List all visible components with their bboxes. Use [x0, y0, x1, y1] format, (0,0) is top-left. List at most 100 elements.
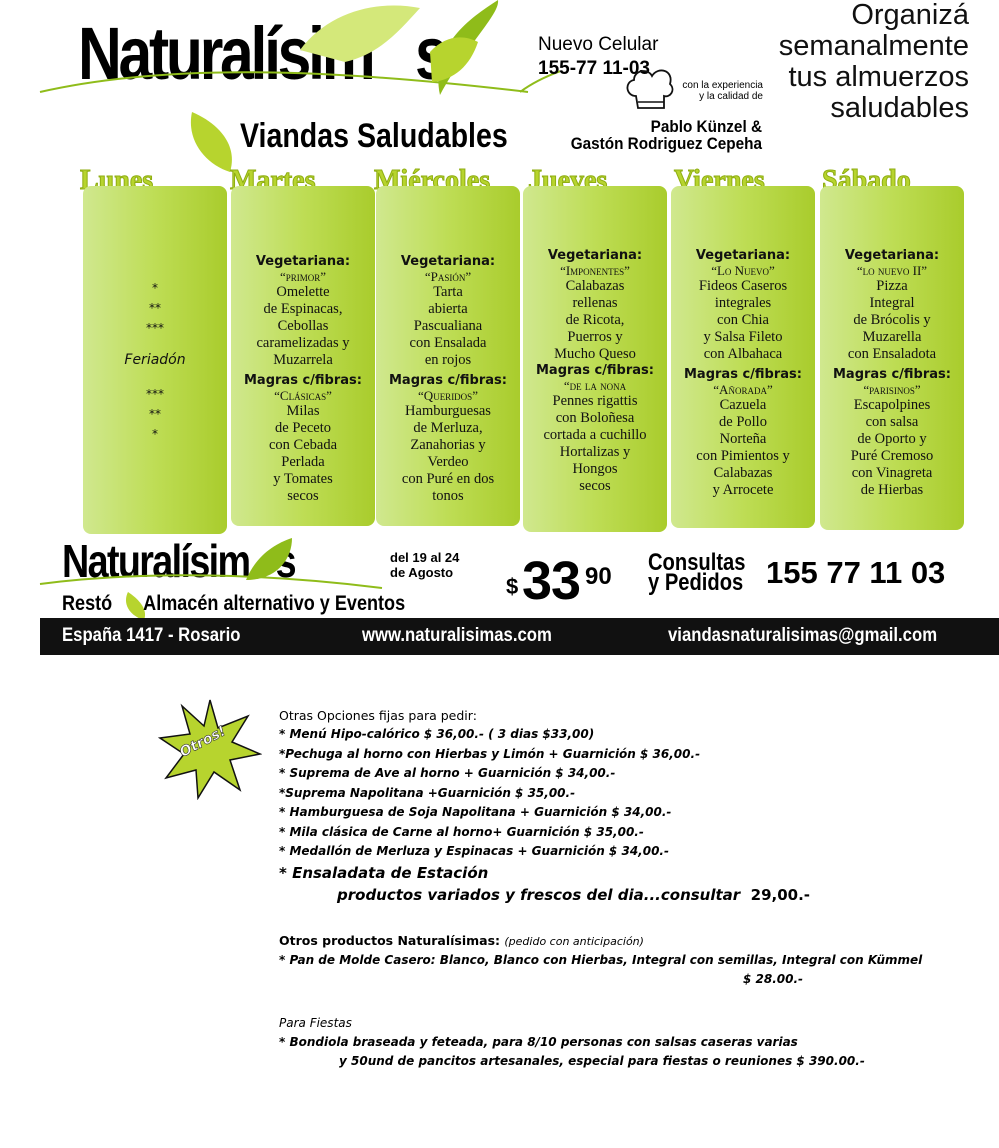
lean-dish-name: “Queridos”	[418, 388, 478, 403]
dish-line: Hortalizas y	[559, 444, 631, 460]
promo-line-4: saludables	[830, 92, 969, 124]
lean-label: Magras c/fibras:	[833, 367, 951, 382]
dish-line: con Pimientos y	[696, 448, 790, 464]
fiestas-line-2: y 50und de pancitos artesanales, especia…	[339, 1054, 865, 1068]
date-range: del 19 al 24 de Agosto	[390, 550, 500, 580]
phone-number: 155-77 11-03	[538, 58, 650, 79]
bread-item: * Pan de Molde Casero: Blanco, Blanco co…	[279, 952, 923, 967]
dish-line: con Chia	[717, 312, 769, 328]
dish-line: de Merluza,	[413, 420, 483, 436]
consultas-line-1: Consultas	[648, 549, 746, 576]
star-line: ***	[146, 387, 164, 401]
dish-line: en rojos	[424, 352, 472, 368]
dish-line: Zanahorias y	[410, 437, 486, 453]
dish-line: Hongos	[572, 461, 618, 477]
lean-label: Magras c/fibras:	[684, 367, 802, 382]
lean-dish-name: “parisinos”	[863, 382, 921, 397]
dish-line: y Salsa Fileto	[703, 329, 783, 345]
vegetarian-label: Vegetariana:	[844, 248, 940, 263]
dish-line: cortada a cuchillo	[543, 427, 647, 443]
footer-leaf-icon	[39, 538, 383, 620]
dish-line: Milas	[286, 403, 320, 419]
lean-dish-name: “de la nona	[563, 378, 627, 393]
chef-hat-icon	[626, 69, 674, 109]
dish-line: Perlada	[281, 454, 325, 470]
option-item: * Hamburguesa de Soja Napolitana + Guarn…	[279, 805, 672, 819]
dish-line: con Ensalada	[409, 335, 487, 351]
vegetarian-label: Vegetariana:	[547, 248, 643, 263]
dish-line: con Albahaca	[703, 346, 783, 362]
dish-line: Muzarella	[862, 329, 922, 345]
lean-dish-name: “Clásicas”	[274, 388, 332, 403]
header-leaf-icon	[39, 0, 560, 172]
day-column-sabado: Vegetariana: “lo nuevo II” Pizza Integra…	[820, 186, 964, 530]
email-link[interactable]: viandasnaturalisimas@gmail.com	[668, 625, 938, 646]
date-range-line-1: del 19 al 24	[390, 550, 460, 565]
salad-item: * Ensaladata de Estación	[279, 863, 489, 882]
vegetarian-dish-name: “Imponentes”	[560, 263, 630, 278]
experience-line-1: con la experiencia	[682, 80, 763, 91]
dish-line: Escapolpines	[853, 397, 931, 413]
fiestas-title: Para Fiestas	[279, 1015, 352, 1030]
dish-line: Norteña	[719, 431, 767, 447]
star-line: *	[152, 427, 158, 441]
promo-line-3: tus almuerzos	[788, 61, 969, 93]
option-item: * Medallón de Merluza y Espinacas + Guar…	[279, 844, 669, 858]
dish-line: de Oporto y	[857, 431, 927, 447]
star-line: **	[149, 301, 161, 315]
dish-line: de Hierbas	[860, 482, 924, 498]
salad-price: 29,00.-	[750, 885, 811, 904]
price-cents: 90	[585, 563, 612, 590]
day-column-jueves: Vegetariana: “Imponentes” Calabazas rell…	[523, 186, 667, 532]
vegetarian-dish-name: “lo nuevo II”	[856, 263, 928, 278]
dish-line: de Espinacas,	[263, 301, 343, 317]
dish-line: de Pollo	[719, 414, 767, 430]
dish-line: Pennes rigattis	[552, 393, 638, 409]
dish-line: de Brócolis y	[853, 312, 931, 328]
promo-line-2: semanalmente	[778, 30, 969, 62]
dish-line: Puerros y	[567, 329, 623, 345]
dish-line: Hamburguesas	[405, 403, 491, 419]
day-column-martes: Vegetariana: “primor” Omelette de Espina…	[231, 186, 375, 526]
dish-line: Cazuela	[719, 397, 767, 413]
promo-line-1: Organizá	[851, 0, 969, 31]
dish-line: abierta	[428, 301, 468, 317]
dish-line: Pascualiana	[413, 318, 483, 334]
price-main: 33	[522, 551, 581, 611]
website-link[interactable]: www.naturalisimas.com	[362, 625, 552, 646]
experience-text: con la experiencia y la calidad de	[675, 80, 763, 102]
vegetarian-label: Vegetariana:	[255, 254, 351, 269]
salad-desc: productos variados y frescos del dia...c…	[337, 885, 741, 904]
almacen-label: Almacén alternativo y Eventos	[143, 592, 406, 615]
dish-line: caramelizadas y	[256, 335, 350, 351]
dish-line: Fideos Caseros	[698, 278, 788, 294]
dish-line: Mucho Queso	[554, 346, 636, 362]
lean-label: Magras c/fibras:	[389, 373, 507, 388]
dish-line: Pizza	[876, 278, 908, 294]
other-options: Otras Opciones fijas para pedir: * Menú …	[279, 706, 979, 1072]
lean-dish-name: “Añorada”	[713, 382, 773, 397]
option-item: * Mila clásica de Carne al horno+ Guarni…	[279, 824, 644, 839]
dish-line: con Cebada	[268, 437, 338, 453]
dish-line: Calabazas	[565, 278, 625, 294]
dish-line: secos	[287, 488, 319, 504]
chef-name-1: Pablo Künzel &	[650, 117, 762, 136]
dish-line: Verdeo	[427, 454, 469, 470]
chef-names: Pablo Künzel & Gastón Rodriguez Cepeha	[562, 118, 762, 152]
dish-line: Calabazas	[713, 465, 773, 481]
lean-label: Magras c/fibras:	[536, 363, 654, 378]
dish-line: Integral	[869, 295, 915, 311]
holiday-note: Feriadón	[124, 352, 186, 368]
option-item: *Pechuga al horno con Hierbas y Limón + …	[279, 746, 701, 761]
dish-line: secos	[579, 478, 611, 494]
dish-line: Muzarrela	[273, 352, 333, 368]
option-item: *Suprema Napolitana +Guarnición $ 35,00.…	[279, 785, 576, 800]
vegetarian-dish-name: “primor”	[279, 269, 327, 284]
vegetarian-label: Vegetariana:	[400, 254, 496, 269]
option-item: * Menú Hipo-calórico $ 36,00.- ( 3 dias …	[279, 727, 595, 741]
chef-name-2: Gastón Rodriguez Cepeha	[570, 134, 762, 153]
options-intro: Otras Opciones fijas para pedir:	[279, 708, 477, 723]
vegetarian-dish-name: “Pasión”	[424, 269, 472, 284]
star-line: ***	[146, 321, 164, 335]
dish-line: Omelette	[276, 284, 330, 300]
